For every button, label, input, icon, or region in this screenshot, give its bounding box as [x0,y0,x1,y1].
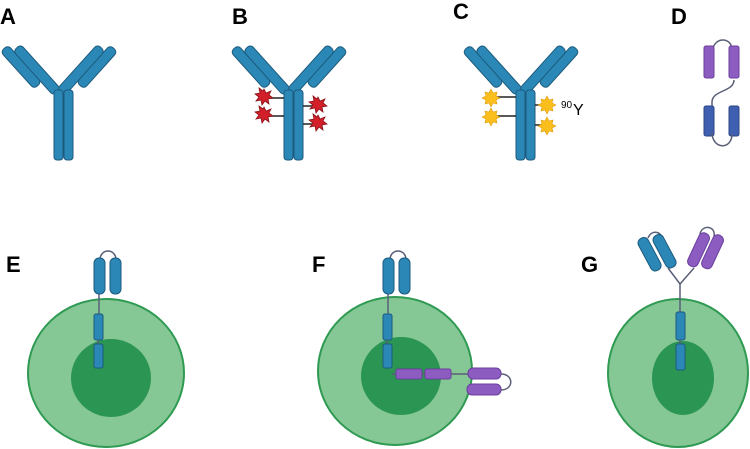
isotope-symbol: Y [573,102,584,119]
radioimmunoconjugate-icon [463,45,579,161]
panel-label-g: G [581,252,598,277]
panel-a: A [0,4,117,161]
panel-label-d: D [671,4,687,29]
nucleus-icon [71,339,151,417]
nucleus-icon [652,341,714,415]
panel-e: E [6,250,185,448]
panel-c: C 90 Y [453,0,584,161]
panel-label-e: E [6,252,21,277]
bispecific-receptor-icon [637,226,724,371]
bispecific-construct-icon [703,39,740,147]
panel-label-a: A [0,4,16,29]
panel-f: F [312,250,512,446]
car-receptor-icon [382,250,411,369]
panel-d: D [671,4,740,147]
secreted-construct-icon [392,367,512,396]
panel-g: G [581,226,749,448]
panel-label-c: C [453,0,469,24]
car-receptor-icon [93,250,122,369]
antibody-drug-conjugate-icon [231,45,347,161]
toxin-icon [254,87,328,132]
panel-label-b: B [232,4,248,29]
isotope-mass-number: 90 [561,100,573,111]
panel-label-f: F [312,252,325,277]
panel-b: B [231,4,347,161]
radionuclide-icon [481,88,557,136]
antibody-icon [1,45,117,161]
